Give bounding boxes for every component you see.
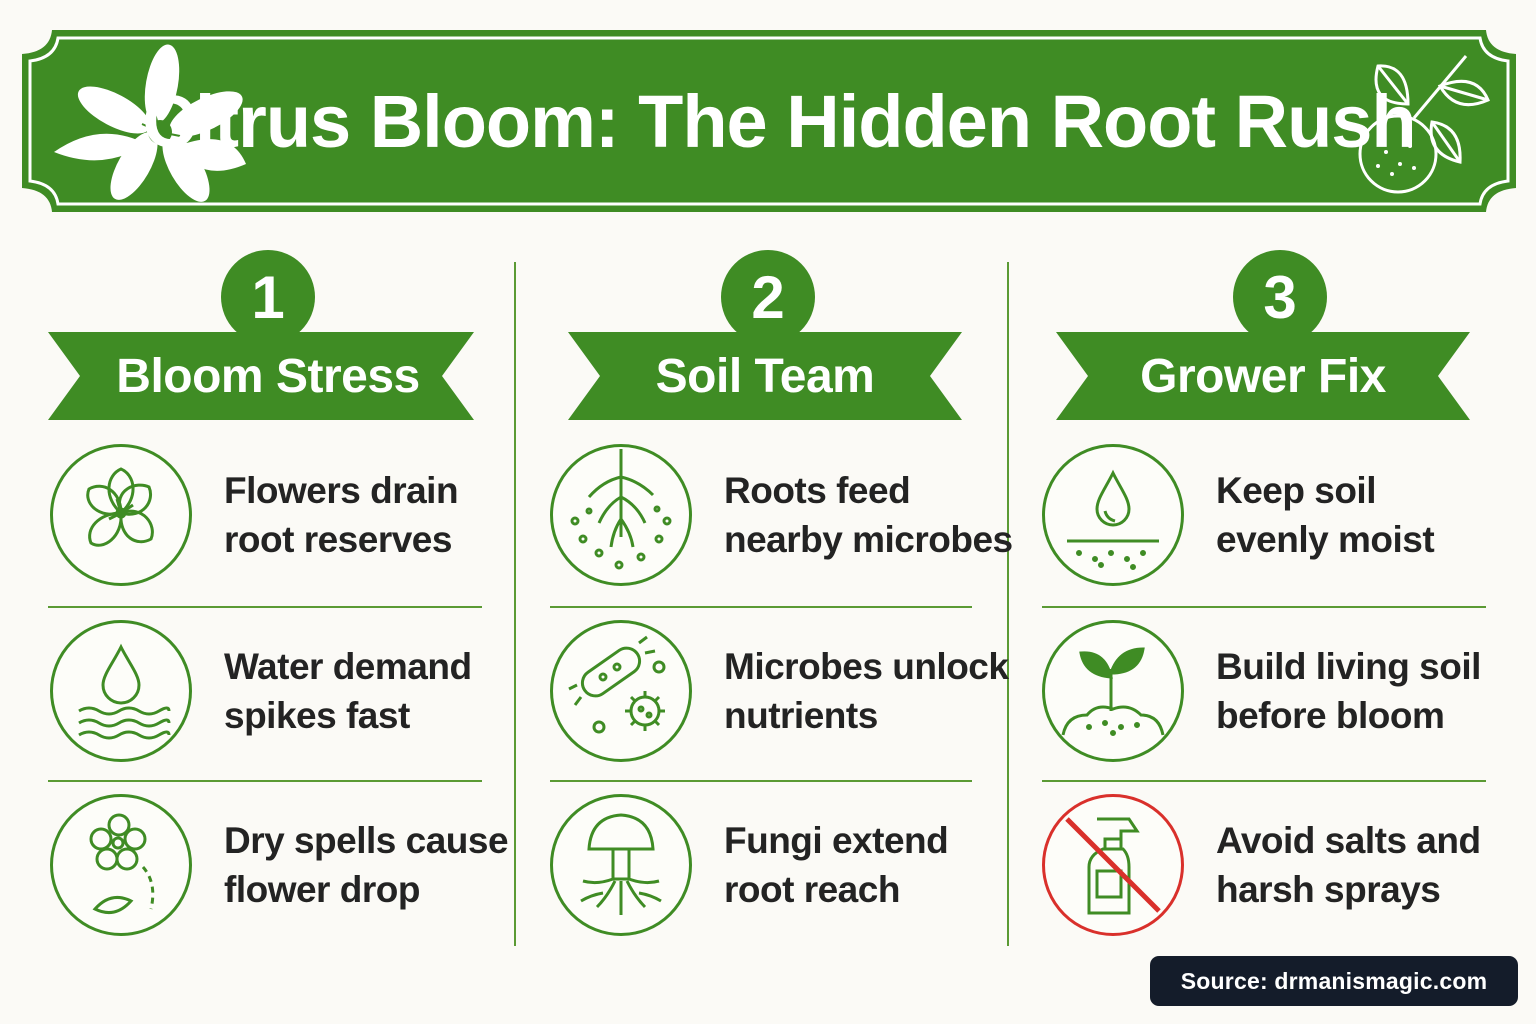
row-separator xyxy=(1042,780,1486,782)
column-heading: Bloom Stress xyxy=(116,349,420,403)
row-separator xyxy=(48,606,482,608)
source-label: Source: drmanismagic.com xyxy=(1150,956,1518,1006)
column-heading-ribbon: Grower Fix xyxy=(1056,332,1470,420)
banner-frame xyxy=(22,30,1516,212)
column-bloom-stress: 1 Bloom Stress Flowers drain root reserv… xyxy=(48,250,509,950)
row-separator xyxy=(1042,606,1486,608)
microbes-icon xyxy=(550,620,692,762)
item-text: Keep soil evenly moist xyxy=(1216,470,1435,560)
step-number-badge: 2 xyxy=(721,250,815,344)
item-text: Roots feed nearby microbes xyxy=(724,470,1013,560)
page-title: Citrus Bloom: The Hidden Root Rush xyxy=(142,79,1416,163)
seedling-icon xyxy=(1042,620,1184,762)
title-banner: Citrus Bloom: The Hidden Root Rush xyxy=(22,30,1516,212)
mushroom-roots-icon xyxy=(550,794,692,936)
column-heading-ribbon: Bloom Stress xyxy=(48,332,488,420)
column-grower-fix: 3 Grower Fix Keep soil evenly moist xyxy=(1040,250,1486,950)
item-text: Dry spells cause flower drop xyxy=(224,820,509,910)
row-separator xyxy=(550,606,972,608)
citrus-blossom-icon xyxy=(54,44,246,202)
no-spray-icon xyxy=(1042,794,1184,936)
step-number-badge: 1 xyxy=(221,250,315,344)
column-divider xyxy=(1007,262,1009,946)
column-heading-ribbon: Soil Team xyxy=(568,332,962,420)
list-item: Microbes unlock nutrients xyxy=(548,620,1009,770)
list-item: Roots feed nearby microbes xyxy=(548,444,1013,594)
item-text: Build living soil before bloom xyxy=(1216,646,1481,736)
row-separator xyxy=(48,780,482,782)
citrus-fruit-icon xyxy=(1358,55,1490,194)
column-heading: Grower Fix xyxy=(1140,349,1386,403)
item-text: Avoid salts and harsh sprays xyxy=(1216,820,1481,910)
list-item: Dry spells cause flower drop xyxy=(48,794,509,944)
step-number-badge: 3 xyxy=(1233,250,1327,344)
column-divider xyxy=(514,262,516,946)
row-separator xyxy=(550,780,972,782)
column-heading: Soil Team xyxy=(655,349,875,403)
blossom-icon xyxy=(50,444,192,586)
item-text: Flowers drain root reserves xyxy=(224,470,459,560)
item-text: Fungi extend root reach xyxy=(724,820,949,910)
water-drop-waves-icon xyxy=(50,620,192,762)
list-item: Keep soil evenly moist xyxy=(1040,444,1480,594)
roots-microbes-icon xyxy=(550,444,692,586)
soil-moisture-icon xyxy=(1042,444,1184,586)
column-soil-team: 2 Soil Team Roots feed nearby microbes xyxy=(548,250,1013,950)
list-item: Flowers drain root reserves xyxy=(48,444,488,594)
list-item: Avoid salts and harsh sprays xyxy=(1040,794,1481,944)
list-item: Build living soil before bloom xyxy=(1040,620,1481,770)
list-item: Fungi extend root reach xyxy=(548,794,988,944)
falling-flower-icon xyxy=(50,794,192,936)
item-text: Water demand spikes fast xyxy=(224,646,472,736)
item-text: Microbes unlock nutrients xyxy=(724,646,1009,736)
list-item: Water demand spikes fast xyxy=(48,620,488,770)
